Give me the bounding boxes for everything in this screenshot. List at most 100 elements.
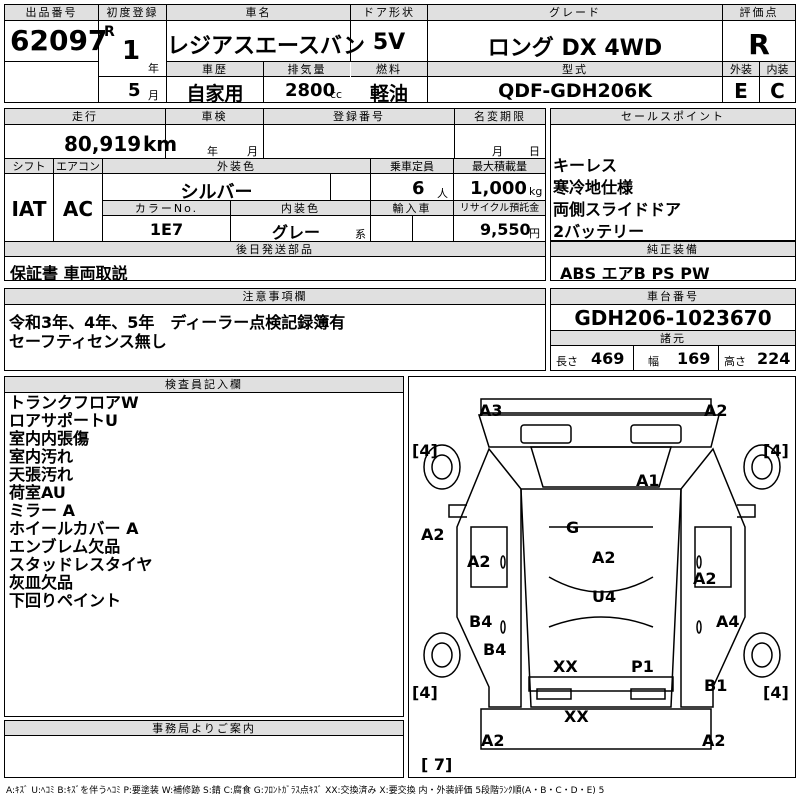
color-label: 外装色 [103,159,370,174]
roof-outline [520,488,682,708]
mark-b4-lower: B4 [483,640,507,659]
interior-label: 内装 [760,62,795,77]
inspector-note: スタッドレスタイヤ [9,555,153,574]
displacement-unit: cc [330,88,343,101]
spec-label: 諸元 [551,331,795,346]
height-value: 224 [757,349,791,368]
fuel-label: 燃料 [351,62,427,77]
exterior-label: 外装 [723,62,759,77]
damage-diagram: A3 A2 [4] [4] A1 G A2 A2 A2 A2 U4 B4 A4 … [408,376,796,778]
width-label: 幅 [648,355,659,368]
name-change-day-unit: 日 [529,145,540,158]
windshield-outline [529,446,673,488]
inspector-note: ミラー A [9,501,75,520]
notice-line: 令和3年、4年、5年 ディーラー点検記録簿有 [9,313,346,332]
recycle-unit: 円 [529,227,540,240]
mark-g: G [566,518,580,537]
exterior-value: E [734,79,748,103]
mark-b4-left: B4 [469,612,493,631]
ac-value: AC [62,197,94,221]
inspection-month-unit: 月 [247,145,258,158]
mark-a4: A4 [716,612,740,631]
tire-front-left-outline [423,444,461,490]
headlight-right-outline [630,424,682,444]
mark-a2-right-door: A2 [693,569,717,588]
plate-label: 登録番号 [264,109,454,125]
legend: A:ｷｽﾞ U:ﾍｺﾐ B:ｷｽﾞを伴うﾍｺﾐ P:要塗装 W:補修跡 S:錆 … [6,786,605,796]
spare-tire-mark: [ 7] [421,755,453,774]
door-label: ドア形状 [351,5,427,21]
inspector-note: 室内汚れ [9,447,74,466]
door-value: 5V [372,30,406,55]
history-label: 車歴 [167,62,263,77]
first-reg-label: 初度登録 [99,5,166,21]
max-load-unit: kg [529,185,543,198]
score-label: 評価点 [723,5,795,21]
inspector-note: 天張汚れ [9,465,74,484]
docs-label: 後日発送部品 [5,242,545,257]
sales-point: 両側スライドドア [553,200,682,219]
import-label: 輸入車 [371,201,453,216]
tire-rear-left-mark: [4] [412,683,438,702]
mark-b1: B1 [704,676,728,695]
mark-a2-center: A2 [592,548,616,567]
mark-xx-rear: XX [564,707,589,726]
fuel-value: 軽油 [369,83,408,105]
sales-point: 2バッテリー [553,222,645,241]
length-label: 長さ [556,355,578,368]
interior-color-label: 内装色 [231,201,370,216]
reg-year-unit: 年 [148,62,159,75]
notice-line: セーフティセンス無し [9,332,167,351]
color-value: シルバー [180,182,253,203]
inspector-block [4,376,404,717]
displacement-label: 排気量 [264,62,350,77]
tire-front-left-mark: [4] [412,441,438,460]
equip-label: 純正装備 [551,242,795,257]
capacity-value: 6 [412,178,425,199]
inspector-note: ホイールカバー A [9,519,139,538]
history-value: 自家用 [186,83,244,105]
reg-era: R [104,24,115,40]
car-name-label: 車名 [167,5,350,21]
inspector-note: 室内内張傷 [9,429,90,448]
sales-point: キーレス [553,156,618,175]
notice-label: 注意事項欄 [5,289,545,305]
inspector-note: トランクフロアW [9,393,139,412]
mark-a2-left: A2 [421,525,445,544]
max-load-label: 最大積載量 [454,159,545,174]
mark-xx-center: XX [553,657,578,676]
model-code-value: QDF-GDH206K [498,80,652,102]
front-panel-outline [477,414,720,448]
inspector-notes: トランクフロアW ロアサポートU 室内内張傷 室内汚れ 天張汚れ 荷室AU ミラ… [9,394,399,610]
front-bumper-outline [480,398,712,414]
grade-label: グレード [428,5,722,21]
reg-month: 5 [128,80,141,101]
tire-rear-left-outline [423,632,461,678]
max-load-value: 1,000 [470,178,527,199]
model-code-label: 型式 [428,62,722,77]
capacity-label: 乗車定員 [371,159,453,174]
inspector-label: 検査員記入欄 [5,377,403,393]
tire-rear-right-outline [743,632,781,678]
interior-color-value: グレー [272,223,321,242]
lot-number: 62097 [10,24,108,57]
mileage-value: 80,919 [64,132,142,156]
score-value: R [748,28,770,61]
mark-p1: P1 [631,657,654,676]
inspection-year-unit: 年 [207,145,218,158]
inspector-note: エンブレム欠品 [9,537,121,556]
color-no-value: 1E7 [149,220,184,239]
mark-a2-left-door: A2 [467,552,491,571]
inspector-note: ロアサポートU [9,411,118,430]
mark-a3-front: A3 [479,401,503,420]
mark-u4: U4 [592,587,617,606]
tire-front-right-mark: [4] [763,441,789,460]
shift-value: IAT [11,197,47,221]
mark-a2-front: A2 [704,401,728,420]
lot-label: 出品番号 [5,5,98,21]
name-change-label: 名変期限 [455,109,545,125]
mileage-unit: km [143,132,178,156]
tire-front-right-outline [743,444,781,490]
inspector-note: 灰皿欠品 [9,573,74,592]
inspection-label: 車検 [166,109,263,125]
